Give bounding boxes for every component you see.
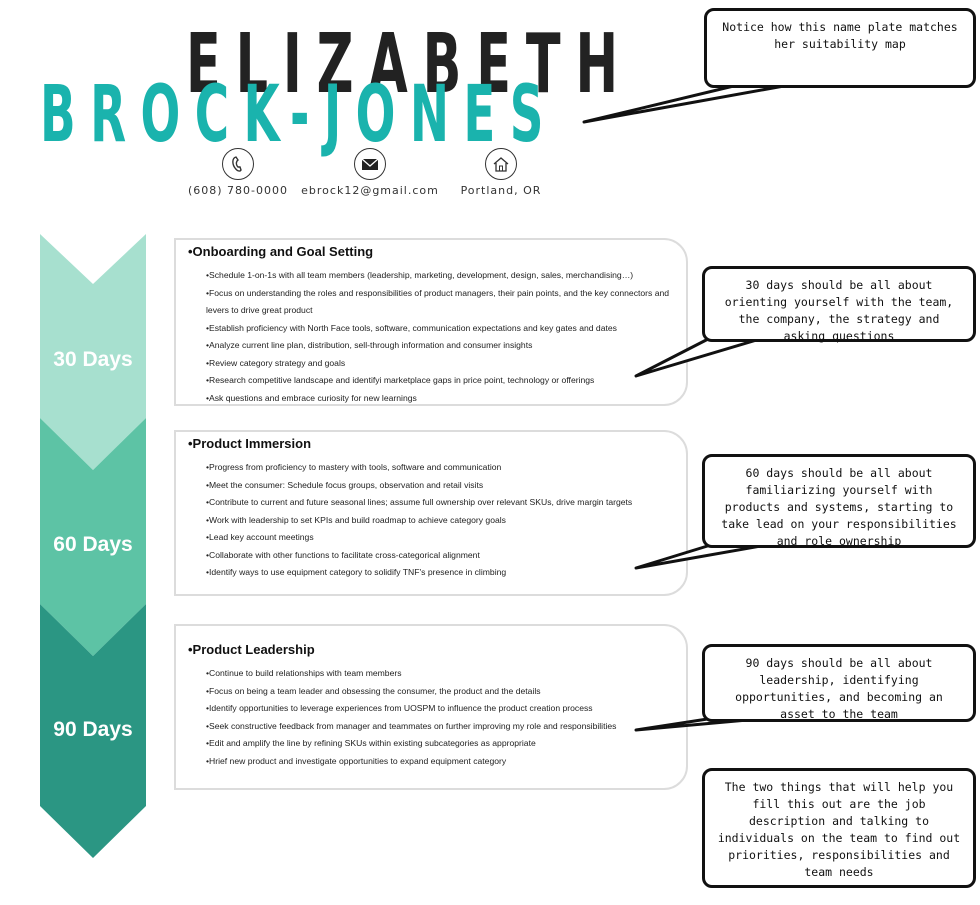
callout-nameplate: Notice how this name plate matches her s… <box>704 8 976 88</box>
email-text: ebrock12@gmail.com <box>301 184 439 197</box>
list-item: •Identify opportunities to leverage expe… <box>206 703 593 713</box>
last-name: BROCK-JONES <box>40 70 558 160</box>
list-item: •Review category strategy and goals <box>206 357 346 368</box>
list-item: •Focus on being a team leader and obsess… <box>206 685 541 696</box>
phase-title: •Onboarding and Goal Setting <box>188 244 374 259</box>
callout-60-days: 60 days should be all about familiarizin… <box>702 454 976 548</box>
phase-onboarding: •Onboarding and Goal Setting •Schedule 1… <box>174 238 688 406</box>
callout-tips: The two things that will help you fill t… <box>702 768 976 888</box>
list-item: •Contribute to current and future season… <box>206 497 633 507</box>
list-item: •Collaborate with other functions to fac… <box>206 549 480 560</box>
list-item: •Identify ways to use equipment category… <box>206 567 507 577</box>
phase-title: •Product Immersion <box>188 436 312 451</box>
list-item: •Meet the consumer: Schedule focus group… <box>206 479 484 490</box>
day-label-90: 90 Days <box>53 718 133 741</box>
list-item: •Work with leadership to set KPIs and bu… <box>206 514 506 525</box>
envelope-icon <box>354 148 386 180</box>
day-label-60: 60 Days <box>53 533 133 556</box>
callout-30-days: 30 days should be all about orienting yo… <box>702 266 976 343</box>
list-item: •Progress from proficiency to mastery wi… <box>206 462 502 472</box>
list-item: •Seek constructive feedback from manager… <box>206 720 617 731</box>
list-item: •Research competitive landscape and iden… <box>206 375 595 385</box>
list-item: •Edit and amplify the line by refining S… <box>206 738 536 748</box>
list-item: •Schedule 1-on-1s with all team members … <box>206 270 634 280</box>
day-label-30: 30 Days <box>53 348 133 371</box>
contact-email: ebrock12@gmail.com <box>300 148 440 197</box>
list-item: •Continue to build relationships with te… <box>206 668 402 678</box>
house-icon <box>485 148 517 180</box>
list-item: •Lead key account meetings <box>206 532 314 542</box>
location-text: Portland, OR <box>460 184 542 197</box>
phone-text: (608) 780-0000 <box>187 184 289 197</box>
contact-location: Portland, OR <box>431 148 571 197</box>
phase-title: •Product Leadership <box>188 642 315 657</box>
chevron-60-days <box>40 418 146 656</box>
chevron-90-days <box>40 604 146 858</box>
contact-phone: (608) 780-0000 <box>168 148 308 197</box>
list-item: •Ask questions and embrace curiosity for… <box>206 392 417 403</box>
phase-immersion: •Product Immersion •Progress from profic… <box>174 430 688 596</box>
phase-leadership: •Product Leadership •Continue to build r… <box>174 624 688 790</box>
list-item: •Establish proficiency with North Face t… <box>206 322 617 333</box>
list-item: •Focus on understanding the roles and re… <box>206 287 670 316</box>
phone-icon <box>222 148 254 180</box>
callout-90-days: 90 days should be all about leadership, … <box>702 644 976 722</box>
first-name: ELIZABETH <box>186 17 633 112</box>
chevron-30-days <box>40 234 146 470</box>
list-item: •Analyze current line plan, distribution… <box>206 340 533 350</box>
list-item: •Hrief new product and investigate oppor… <box>206 755 507 766</box>
